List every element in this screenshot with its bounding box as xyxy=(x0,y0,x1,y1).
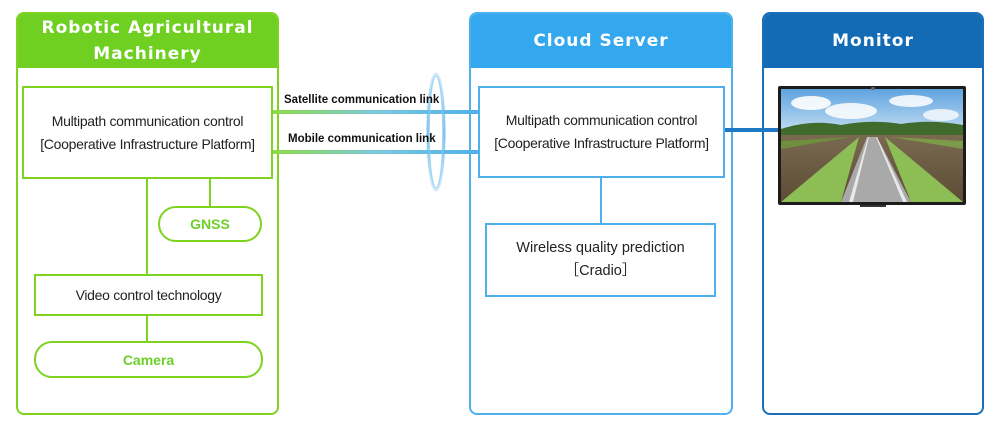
camera-box: Camera xyxy=(34,341,263,378)
satellite-link-label: Satellite communication link xyxy=(284,94,440,106)
gnss-box: GNSS xyxy=(158,206,262,242)
wireless-quality-prediction-box: Wireless quality prediction ［Cradio］ xyxy=(485,223,716,297)
mobile-link-line xyxy=(273,150,479,154)
wireless-quality-prediction-text: Wireless quality prediction ［Cradio］ xyxy=(516,240,685,279)
cloud-server-panel-title: Cloud Server xyxy=(471,14,731,68)
monitor-stand xyxy=(860,205,886,207)
monitor-camera-dot xyxy=(871,87,875,90)
gnss-label: GNSS xyxy=(190,216,230,232)
cloud-multipath-control-text: Multipath communication control [Coopera… xyxy=(494,112,709,151)
robot-multipath-control-text: Multipath communication control [Coopera… xyxy=(40,112,255,152)
communication-links xyxy=(273,72,479,192)
monitor-screen-road-image xyxy=(781,89,963,202)
cloud-to-monitor-link xyxy=(725,128,779,132)
connector-multipath-to-video xyxy=(146,179,148,274)
satellite-link-line xyxy=(273,110,479,114)
robot-panel-title: Robotic Agricultural Machinery xyxy=(18,14,277,68)
link-ring-front xyxy=(428,75,444,189)
mobile-link-label: Mobile communication link xyxy=(288,133,436,145)
monitor-display xyxy=(778,86,966,205)
connector-multipath-to-gnss xyxy=(209,179,211,206)
camera-label: Camera xyxy=(122,351,175,368)
connector-cloud-multipath-to-cradio xyxy=(600,178,602,223)
link-ring-back xyxy=(426,72,446,192)
video-control-box: Video control technology xyxy=(34,274,263,316)
video-control-label: Video control technology xyxy=(75,287,222,303)
monitor-panel: Monitor xyxy=(762,12,984,415)
connector-video-to-camera xyxy=(146,316,148,341)
monitor-panel-title: Monitor xyxy=(764,14,982,68)
robot-multipath-control-box: Multipath communication control [Coopera… xyxy=(22,86,273,179)
cloud-multipath-control-box: Multipath communication control [Coopera… xyxy=(478,86,725,178)
